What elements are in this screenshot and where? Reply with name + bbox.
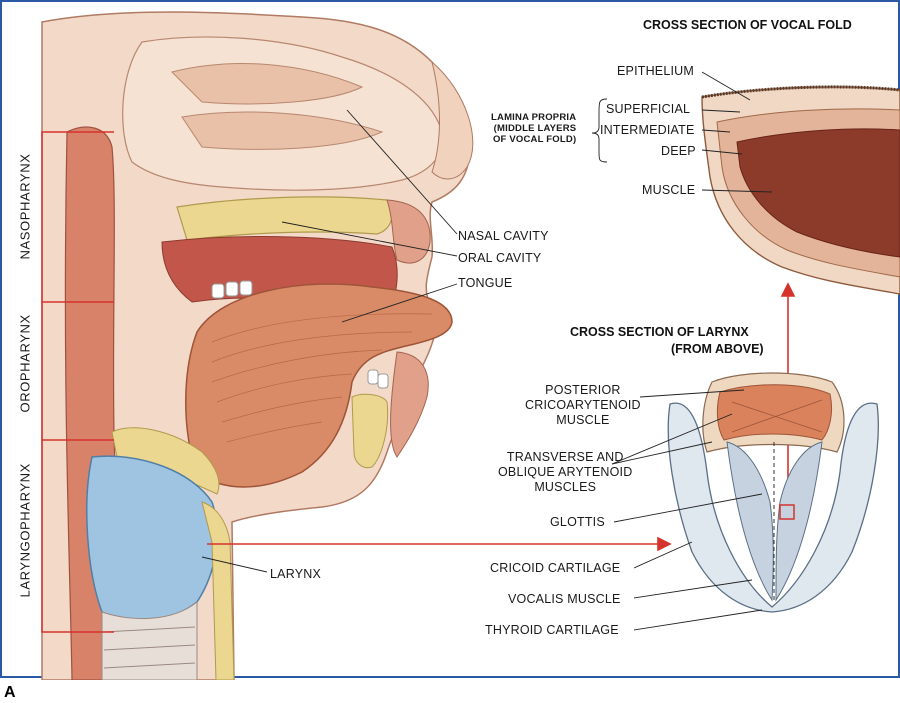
upper-lip [386, 199, 431, 264]
tongue-label: TONGUE [458, 276, 513, 290]
tongue-fibers [211, 313, 433, 443]
larynx-heading-line2: (FROM ABOVE) [671, 342, 764, 356]
left-vocal-fold [726, 441, 774, 602]
arytenoid-muscle-fibers [731, 399, 823, 433]
turbinate-1 [171, 63, 364, 105]
posterior-cricoarytenoid-label: POSTERIOR CRICOARYTENOID MUSCLE [525, 383, 641, 427]
nasal-cavity-label: NASAL CAVITY [458, 229, 549, 243]
oropharynx-label: OROPHARYNX [17, 314, 33, 413]
vocal-fold-muscle [736, 128, 900, 258]
figure-letter: A [4, 684, 16, 701]
larynx-label: LARYNX [270, 567, 321, 581]
intermediate-label: INTERMEDIATE [600, 123, 695, 137]
turbinate-2 [181, 111, 384, 150]
nose-tip [431, 60, 474, 180]
vocalis-muscle-label: VOCALIS MUSCLE [508, 592, 621, 606]
deep-label: DEEP [661, 144, 696, 158]
mandible [351, 393, 389, 469]
head-leader-lines [201, 109, 458, 573]
thyroid-cartilage-label: THYROID CARTILAGE [485, 623, 619, 637]
section-marker [779, 504, 795, 520]
lower-lip [390, 351, 429, 458]
pharynx-region-bracket [41, 131, 114, 633]
figure-frame: CROSS SECTION OF VOCAL FOLD CROSS SECTIO… [0, 0, 900, 680]
vocal-fold-epithelium [701, 85, 900, 99]
esophagus [201, 501, 235, 680]
posterior-cricoarytenoid-shape [716, 384, 833, 441]
larynx-leader-lines [611, 389, 763, 631]
laryngopharynx-label: LARYNGOPHARYNX [17, 463, 33, 598]
right-vocal-fold [775, 441, 823, 602]
larynx-section [667, 372, 879, 613]
superficial-label: SUPERFICIAL [606, 102, 691, 116]
thyroid-cartilage-shape [667, 402, 879, 613]
teeth [211, 280, 389, 389]
larynx-arrow [207, 536, 672, 552]
vocal-fold-leader-lines [591, 71, 773, 193]
cricoid-cartilage-label: CRICOID CARTILAGE [490, 561, 621, 575]
trachea-rings [103, 626, 196, 669]
vocal-fold-heading: CROSS SECTION OF VOCAL FOLD [643, 18, 852, 32]
vocal-fold-section [701, 85, 900, 295]
muscle-label: MUSCLE [642, 183, 696, 197]
nasopharynx-label: NASOPHARYNX [17, 153, 33, 260]
anatomy-illustration [41, 11, 900, 680]
glottis-label: GLOTTIS [550, 515, 605, 529]
trachea [101, 600, 198, 680]
larynx-heading-line1: CROSS SECTION OF LARYNX [570, 325, 749, 339]
epithelium-label: EPITHELIUM [617, 64, 695, 78]
transverse-oblique-arytenoid-label: TRANSVERSE AND OBLIQUE ARYTENOID MUSCLES [498, 450, 633, 494]
head-sagittal-section [41, 11, 474, 680]
oral-cavity-label: ORAL CAVITY [458, 251, 542, 265]
lamina-propria-label: LAMINA PROPRIA (MIDDLE LAYERS OF VOCAL F… [491, 112, 577, 145]
